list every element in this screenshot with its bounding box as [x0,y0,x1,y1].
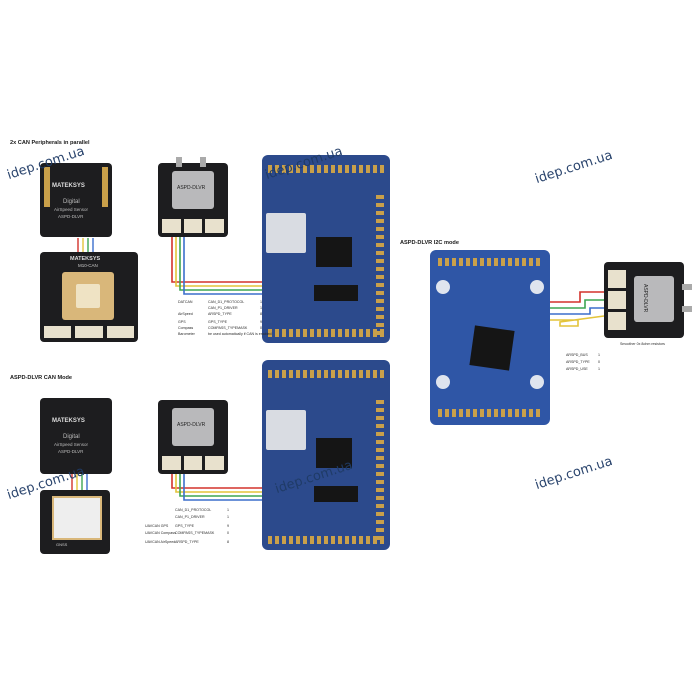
sd-card-slot [266,410,306,450]
pin-column [376,400,384,540]
title-can-mode: ASPD-DLVR CAN Mode [10,375,73,381]
title-can-parallel: 2x CAN Peripherals in parallel [10,140,90,146]
title-i2c-mode: ASPD-DLVR I2C mode [400,240,459,246]
pin-header [438,409,542,417]
connector-column [608,270,626,330]
airspeed-text: AirSpeed Sensor [54,207,89,212]
right-footnote: Smoother 0x 8ohm resistors [620,342,665,346]
wire-bundle-mid [171,470,270,501]
sensor-chip-label: ASPD-DLVR [177,185,206,191]
gnss-module [52,496,102,540]
model-text: ASPD-DLVR [58,449,84,454]
sensor-chip: ASPD-DLVR [172,171,214,209]
matek-logo-text: MATEKSYS [52,418,85,424]
pin-header [268,165,384,173]
mcu-chip [316,438,352,468]
airspeed-board-top: MATEKSYS Digital AirSpeed Sensor ASPD-DL… [40,163,112,237]
mount-hole [530,375,544,389]
mount-hole [436,375,450,389]
gnss-label: GNSS [56,542,68,547]
airspeed-sensor-right: ASPD-DLVR [604,262,692,338]
mcu-chip [316,237,352,267]
pressure-port [682,284,692,290]
pin-header [268,370,384,378]
side-pads [102,167,108,207]
gnss-antenna [62,272,114,320]
pin-column [376,195,384,335]
side-pads [44,167,50,207]
wire-bundle-top [171,232,270,295]
pin-header [438,258,542,266]
flight-controller-mid [262,360,390,550]
flight-controller-right [430,250,550,425]
matek-logo-text: MATEKSYS [70,256,101,262]
airspeed-sensor-top: ASPD-DLVR [158,157,228,237]
sensor-chip-label: ASPD-DLVR [177,422,206,428]
sensor-chip: ASPD-DLVR [634,276,674,322]
wire-bundle-stack-mid [71,474,88,492]
matek-logo-text: MATEKSYS [52,183,85,189]
digital-text: Digital [63,434,80,440]
connector [314,285,358,301]
sensor-chip: ASPD-DLVR [172,408,214,446]
digital-text: Digital [63,199,80,205]
mount-hole [436,280,450,294]
antenna-patch [76,284,100,308]
connector-row [44,326,134,338]
gnss-model-text: M10-CAN [78,263,98,268]
model-text: ASPD-DLVR [58,214,84,219]
mount-hole [530,280,544,294]
airspeed-text: AirSpeed Sensor [54,442,89,447]
flight-controller-top [262,155,390,343]
airspeed-board-mid: MATEKSYS Digital AirSpeed Sensor ASPD-DL… [40,398,112,474]
airspeed-sensor-mid: ASPD-DLVR [158,400,228,474]
pin-header [268,536,384,544]
connector-row [162,219,225,233]
connector [314,486,358,502]
pressure-port [200,157,206,167]
pressure-port [176,157,182,167]
wire-bundle-right [548,291,605,327]
mcu-chip [469,325,515,371]
gnss-board-mid: GNSS [40,490,110,554]
sd-card-slot [266,213,306,253]
sensor-chip-label: ASPD-DLVR [642,284,648,313]
gnss-board-top: MATEKSYS M10-CAN [40,252,138,342]
connector-row [162,456,225,470]
pressure-port [682,306,692,312]
pin-header [268,329,384,337]
